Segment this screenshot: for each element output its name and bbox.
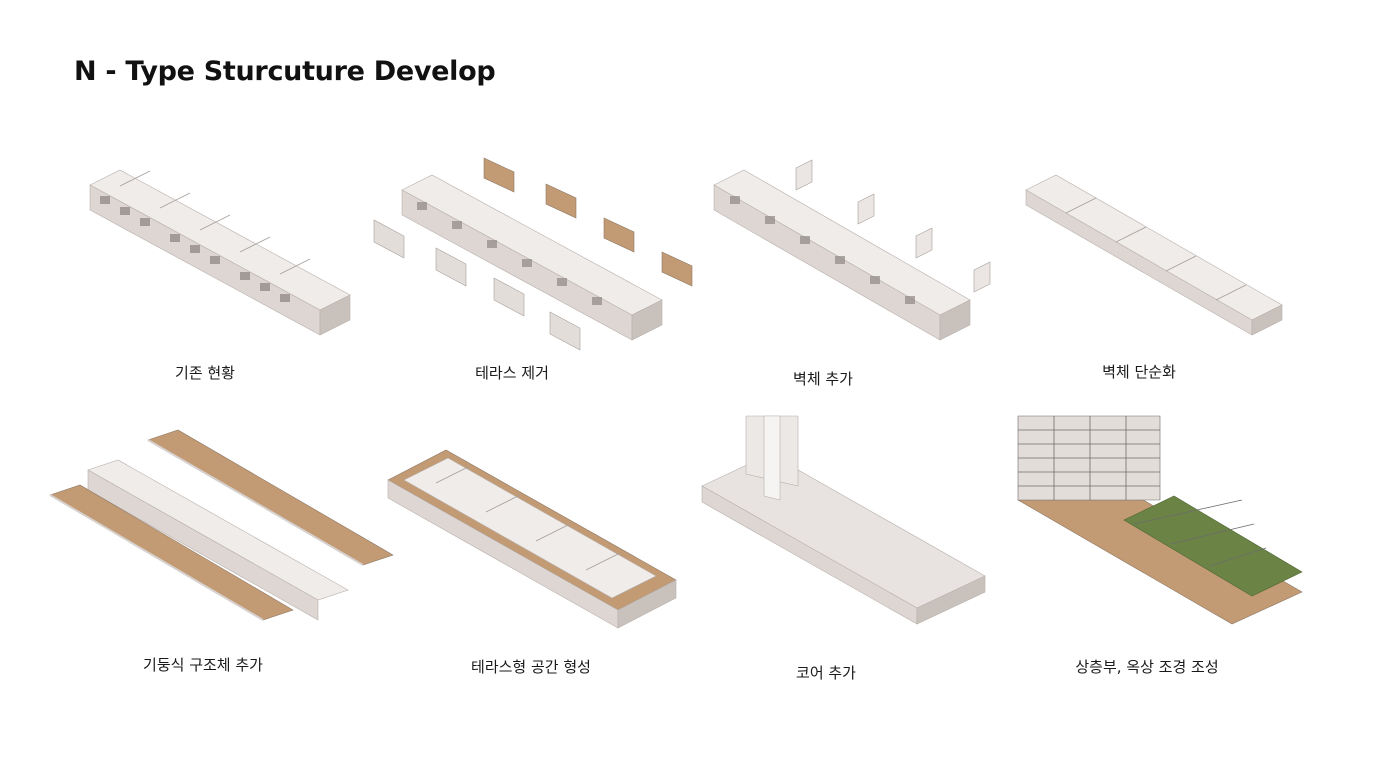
terrace-removal-drawing (373, 157, 693, 351)
step-6-caption: 테라스형 공간 형성 (471, 658, 591, 676)
step-4-caption: 벽체 단순화 (1102, 363, 1176, 381)
terrace-space-drawing (387, 449, 677, 629)
wall-simplification-drawing (1025, 174, 1283, 336)
step-5-caption: 기둥식 구조체 추가 (143, 656, 263, 674)
step-1-caption: 기존 현황 (175, 364, 235, 382)
wall-addition-drawing (713, 159, 991, 341)
step-3-caption: 벽체 추가 (793, 370, 853, 388)
upper-floor-rooftop-landscape-drawing (1017, 415, 1303, 625)
column-structure-drawing (49, 429, 394, 621)
page-title: N - Type Sturcuture Develop (74, 56, 496, 87)
existing-condition-drawing (89, 169, 351, 336)
step-2-caption: 테라스 제거 (475, 364, 549, 382)
core-addition-drawing (701, 415, 986, 625)
step-8-caption: 상층부, 옥상 조경 조성 (1075, 658, 1219, 676)
step-7-caption: 코어 추가 (796, 664, 856, 682)
